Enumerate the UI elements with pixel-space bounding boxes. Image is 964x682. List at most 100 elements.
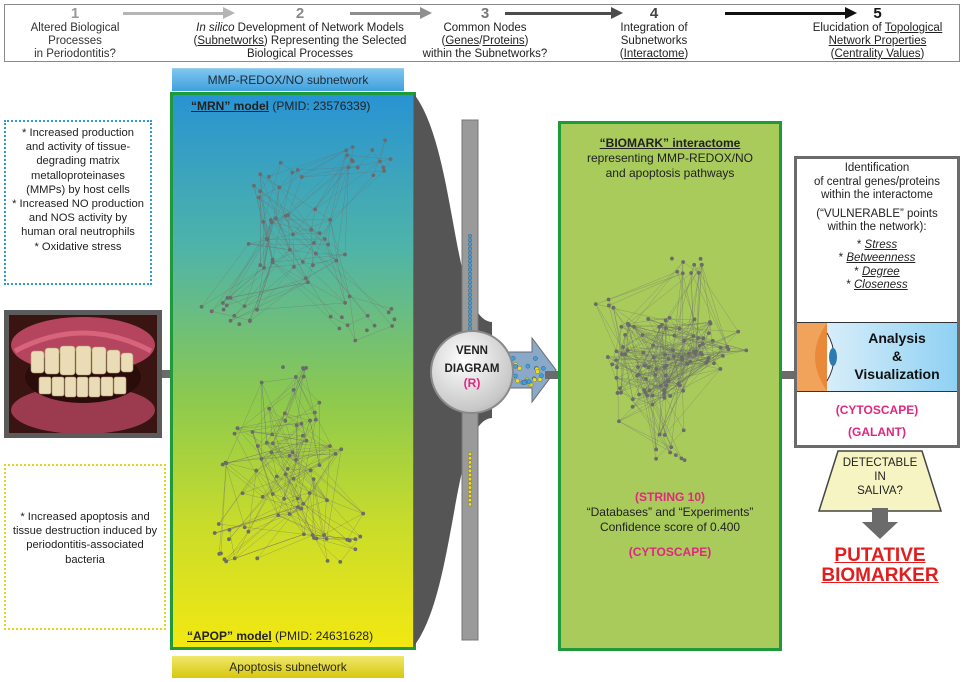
biomark-interactome-box: “BIOMARK” interactome representing MMP-R… — [558, 121, 782, 651]
network-node — [664, 383, 669, 388]
apop-model-ref: (PMID: 24631628) — [271, 629, 374, 643]
network-node — [252, 183, 256, 188]
network-edge — [278, 515, 325, 536]
network-edge — [649, 390, 657, 450]
network-edge — [237, 428, 311, 471]
measure-stress: * Stress — [856, 238, 898, 251]
network-edge — [272, 420, 286, 444]
network-edge — [289, 249, 331, 317]
common-node-dot — [468, 473, 472, 477]
network-node — [663, 352, 667, 357]
network-edge — [287, 176, 303, 216]
step-1-line3: in Periodontitis? — [34, 48, 116, 60]
network-edge — [226, 531, 249, 562]
common-node-dot — [468, 322, 472, 327]
network-node — [670, 256, 674, 261]
network-edge — [618, 421, 672, 448]
network-edge — [659, 434, 671, 453]
common-node-dot — [468, 498, 472, 503]
analysis-l3: Visualization — [854, 366, 940, 382]
network-edge — [261, 453, 336, 460]
network-edge — [272, 262, 340, 329]
network-edge — [285, 420, 336, 454]
network-edge — [289, 513, 315, 539]
network-node — [235, 426, 240, 431]
mrn-model-name: “MRN” model — [191, 99, 269, 113]
network-node — [606, 297, 611, 302]
network-node — [212, 531, 217, 535]
network-edge — [666, 365, 669, 381]
network-edge — [678, 349, 729, 384]
network-node — [232, 556, 237, 561]
network-edge — [595, 304, 639, 375]
network-node — [618, 386, 622, 391]
network-edge — [301, 158, 391, 178]
mrn-network-graph — [199, 138, 397, 343]
network-edge — [259, 191, 273, 260]
network-node — [365, 313, 370, 318]
network-node — [606, 303, 611, 308]
network-edge — [260, 174, 331, 220]
network-edge — [268, 150, 347, 177]
network-node — [681, 260, 686, 264]
network-node — [725, 345, 730, 349]
network-edge — [303, 503, 348, 540]
network-edge — [648, 367, 684, 431]
network-edge — [648, 319, 695, 368]
network-node — [283, 472, 288, 477]
network-edge — [372, 149, 384, 168]
network-node — [313, 417, 318, 422]
network-edge — [310, 470, 328, 561]
network-node — [688, 360, 693, 364]
network-node — [347, 294, 352, 299]
network-edge — [326, 500, 361, 537]
network-edge — [234, 376, 304, 434]
network-node — [248, 318, 252, 323]
common-node-dot — [468, 313, 472, 318]
network-edge — [275, 218, 291, 250]
network-node — [339, 447, 344, 452]
network-edge — [644, 356, 675, 391]
common-node-dot — [468, 305, 472, 310]
network-edge — [327, 244, 350, 297]
network-node — [322, 237, 327, 241]
network-edge — [237, 428, 298, 499]
network-edge — [201, 243, 249, 307]
network-edge — [280, 162, 302, 178]
common-node-dot — [468, 292, 472, 297]
interactome-conf-line: Confidence score of 0.400 — [599, 520, 741, 534]
network-edge — [272, 262, 342, 318]
network-edge — [330, 219, 350, 297]
network-node — [324, 537, 329, 541]
network-node — [259, 380, 264, 385]
network-edge — [248, 234, 294, 245]
network-node — [346, 165, 351, 170]
network-edge — [668, 359, 683, 382]
network-node — [680, 271, 685, 276]
network-edge — [688, 350, 747, 354]
network-edge — [248, 470, 257, 532]
network-node — [344, 148, 349, 153]
mmp-item-3: * Oxidative stress — [34, 240, 122, 253]
network-node — [699, 262, 704, 267]
network-edge — [613, 307, 623, 355]
network-edge — [669, 317, 696, 355]
network-node — [625, 348, 630, 353]
apop-model-title: “APOP” model (PMID: 24631628) — [187, 629, 373, 643]
common-node-dot — [468, 263, 472, 268]
network-node — [617, 419, 621, 424]
network-edge — [261, 423, 302, 460]
network-edge — [279, 172, 293, 188]
step-1-number: 1 — [70, 5, 80, 22]
network-node — [371, 173, 376, 178]
putative-biomarker: PUTATIVE BIOMARKER — [800, 546, 960, 586]
common-node-dot — [468, 485, 472, 490]
network-edge — [310, 470, 364, 514]
network-edge — [226, 515, 279, 562]
network-edge — [347, 315, 368, 326]
analysis-l1: Analysis — [868, 330, 926, 346]
network-node — [632, 324, 637, 329]
network-edge — [303, 534, 327, 540]
network-edge — [303, 503, 361, 537]
network-node — [672, 333, 677, 338]
